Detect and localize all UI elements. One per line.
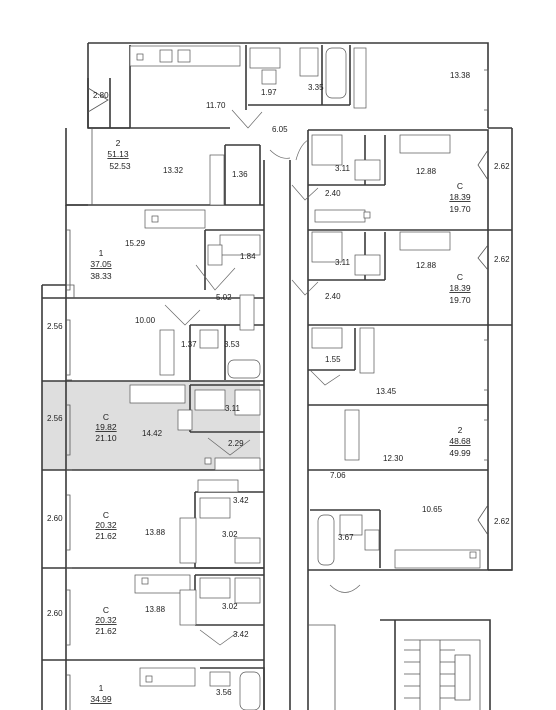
unit-type: С: [457, 181, 463, 191]
unit-living-area: 18.39: [449, 283, 471, 293]
unit-total-area: 38.33: [90, 271, 112, 281]
unit-total-area: 19.70: [449, 204, 471, 214]
unit-living-area: 20.32: [95, 615, 117, 625]
room-area: 7.06: [330, 471, 346, 480]
room-area: 13.88: [145, 605, 166, 614]
room-area: 1.97: [261, 88, 277, 97]
room-area: 2.62: [494, 162, 510, 171]
room-area: 3.11: [335, 258, 351, 267]
room-area: 5.02: [216, 293, 232, 302]
room-area: 3.53: [224, 340, 240, 349]
unit-total-area: 21.62: [95, 531, 117, 541]
unit-type: С: [103, 605, 109, 615]
unit-type: 2: [458, 425, 463, 435]
room-area: 2.60: [47, 514, 63, 523]
unit-total-area: 52.53: [109, 161, 131, 171]
room-area: 14.42: [142, 429, 163, 438]
fixtures: [129, 45, 481, 710]
unit-type: 1: [99, 683, 104, 693]
room-area: 2.56: [47, 414, 63, 423]
unit-living-area: 19.82: [95, 422, 117, 432]
room-area: 10.00: [135, 316, 156, 325]
room-area: 10.65: [422, 505, 443, 514]
room-area: 13.32: [163, 166, 184, 175]
unit-total-area: 19.70: [449, 295, 471, 305]
unit-living-area: 37.05: [90, 259, 112, 269]
room-area: 1.36: [232, 170, 248, 179]
room-area: 1.84: [240, 252, 256, 261]
room-area: 2.29: [228, 439, 244, 448]
apartment-labels: 2 51.13 52.53 1 37.05 38.33 С 19.82 21.1…: [90, 138, 471, 704]
unit-type: С: [103, 510, 109, 520]
unit-living-area: 51.13: [107, 149, 129, 159]
room-area: 2.62: [494, 255, 510, 264]
room-area: 2.56: [47, 322, 63, 331]
room-area: 3.11: [335, 164, 351, 173]
room-area: 13.88: [145, 528, 166, 537]
unit-living-area: 48.68: [449, 436, 471, 446]
room-area: 13.38: [450, 71, 471, 80]
unit-total-area: 21.10: [95, 433, 117, 443]
unit-total-area: 21.62: [95, 626, 117, 636]
room-area: 6.05: [272, 125, 288, 134]
unit-living-area: 20.32: [95, 520, 117, 530]
room-area: 3.42: [233, 496, 249, 505]
unit-living-area: 18.39: [449, 192, 471, 202]
room-area: 12.30: [383, 454, 404, 463]
room-area: 3.67: [338, 533, 354, 542]
room-area: 2.40: [325, 189, 341, 198]
room-area: 1.55: [325, 355, 341, 364]
room-area: 12.88: [416, 261, 437, 270]
room-area: 11.70: [206, 101, 226, 110]
room-area: 12.88: [416, 167, 437, 176]
room-area: 2.60: [47, 609, 63, 618]
room-area: 3.02: [222, 602, 238, 611]
room-labels: 2.80 11.70 1.97 3.35 13.38 6.05 13.32 1.…: [47, 71, 510, 697]
room-area: 3.35: [308, 83, 324, 92]
room-area: 2.40: [325, 292, 341, 301]
unit-type: 1: [99, 248, 104, 258]
room-area: 2.80: [93, 91, 109, 100]
room-area: 3.56: [216, 688, 232, 697]
unit-total-area: 49.99: [449, 448, 471, 458]
room-area: 3.11: [225, 404, 241, 413]
unit-type: С: [457, 272, 463, 282]
unit-living-area: 34.99: [90, 694, 112, 704]
room-area: 13.45: [376, 387, 397, 396]
room-area: 3.42: [233, 630, 249, 639]
room-area: 3.02: [222, 530, 238, 539]
room-area: 1.37: [181, 340, 197, 349]
room-area: 2.62: [494, 517, 510, 526]
doors: [164, 109, 361, 646]
windows: [66, 69, 489, 710]
unit-type: 2: [116, 138, 121, 148]
room-area: 15.29: [125, 239, 146, 248]
unit-type: С: [103, 412, 109, 422]
